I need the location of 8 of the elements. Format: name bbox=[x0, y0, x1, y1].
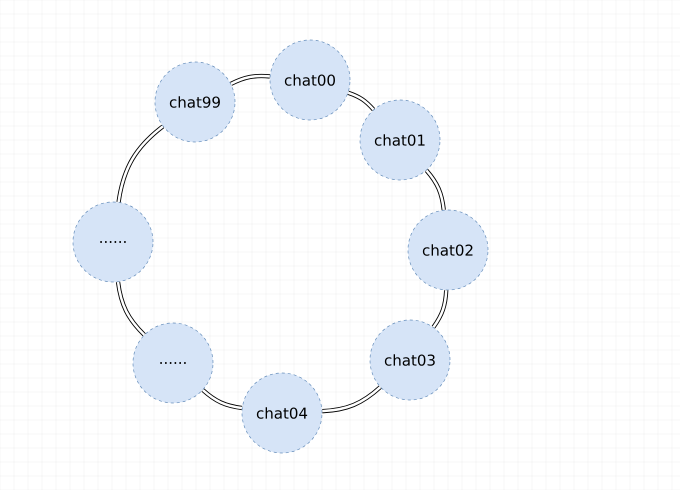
ring-link bbox=[116, 124, 164, 202]
ring-link bbox=[432, 290, 448, 328]
ring-link bbox=[348, 90, 376, 112]
ring-link bbox=[230, 74, 270, 86]
ring-link bbox=[202, 388, 242, 410]
ring-link bbox=[424, 169, 446, 210]
ring-link bbox=[322, 386, 382, 414]
ring-link bbox=[116, 282, 146, 336]
